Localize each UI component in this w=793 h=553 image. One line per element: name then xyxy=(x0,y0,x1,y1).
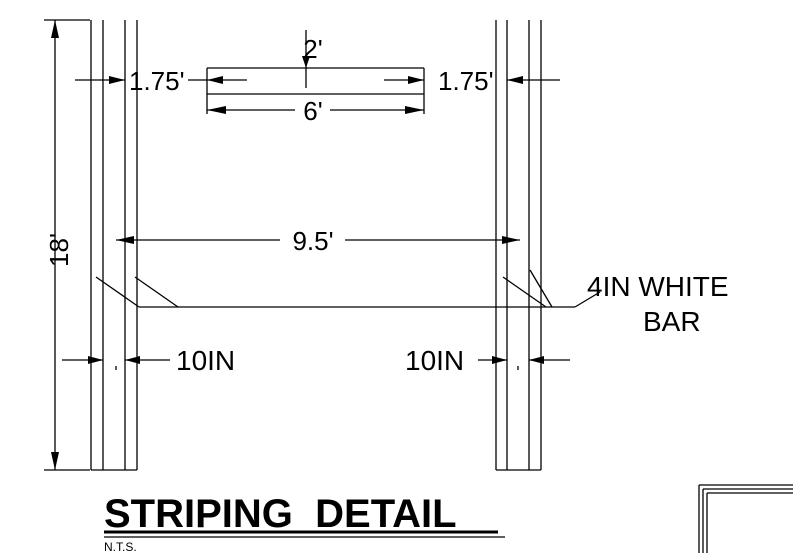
right-offset-dimension: 1.75' xyxy=(384,66,560,96)
left-stripe-width-label: 10IN xyxy=(176,345,235,376)
drawing-title: STRIPING DETAIL xyxy=(104,492,457,536)
left-offset-dimension: 1.75' xyxy=(75,66,247,96)
callout-line1: 4IN WHITE xyxy=(587,271,729,302)
right-stripe-width-dimension: 10IN xyxy=(405,345,570,376)
right-offset-label: 1.75' xyxy=(438,66,494,96)
stall-width-label: 9.5' xyxy=(292,226,333,256)
stall-length-dimension: 18' xyxy=(44,19,90,471)
title-block: STRIPING DETAIL N.T.S. xyxy=(104,492,505,553)
bar-width-dimension: 6' xyxy=(207,96,424,126)
bar-height-dimension: 2' xyxy=(302,30,323,88)
white-bar-callout: 4IN WHITE BAR xyxy=(95,269,729,337)
bar-width-label: 6' xyxy=(303,96,322,126)
right-stripe xyxy=(495,20,542,471)
stall-length-label: 18' xyxy=(44,233,74,267)
adjacent-detail-frame xyxy=(698,484,793,553)
left-offset-label: 1.75' xyxy=(129,66,185,96)
wheel-stop-bar xyxy=(206,67,425,114)
right-stripe-width-label: 10IN xyxy=(405,345,464,376)
stall-width-dimension: 9.5' xyxy=(116,226,520,256)
bar-height-label: 2' xyxy=(303,34,322,64)
left-stripe-width-dimension: 10IN xyxy=(62,345,235,376)
callout-line2: BAR xyxy=(643,306,701,337)
scale-note: N.T.S. xyxy=(104,540,137,553)
left-stripe xyxy=(90,20,138,471)
